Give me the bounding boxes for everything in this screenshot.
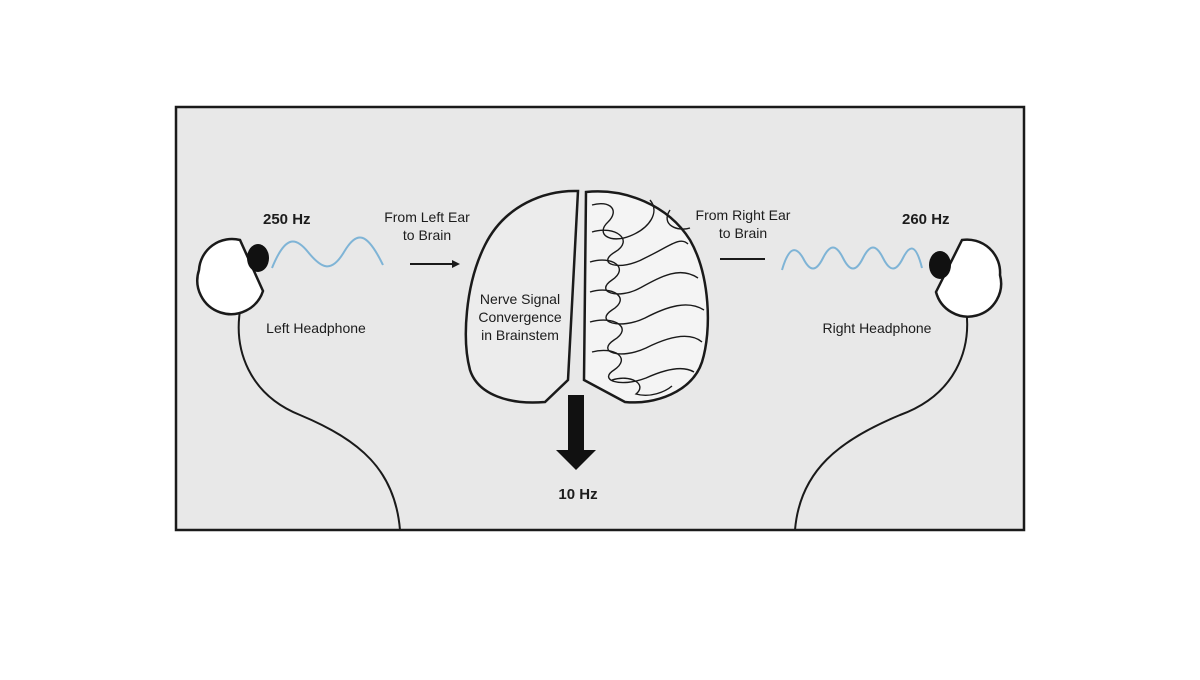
left-headphone-cord bbox=[237, 304, 401, 530]
right-headphone-cord bbox=[794, 307, 969, 530]
right-path-label-line2: to Brain bbox=[719, 225, 767, 241]
brain-label-line1: Nerve Signal bbox=[480, 291, 560, 307]
result-down-arrow bbox=[556, 395, 596, 470]
brain-gyri bbox=[589, 199, 705, 396]
right-path-label-line1: From Right Ear bbox=[696, 207, 791, 223]
right-sound-wave bbox=[781, 246, 923, 271]
brain-left-hemisphere bbox=[464, 189, 580, 404]
left-path-label-line1: From Left Ear bbox=[384, 209, 470, 225]
left-headphone-label: Left Headphone bbox=[266, 320, 366, 336]
brain-label-line2: Convergence bbox=[478, 309, 561, 325]
left-path-label-line2: to Brain bbox=[403, 227, 451, 243]
left-sound-wave bbox=[271, 236, 384, 269]
brain-label-line3: in Brainstem bbox=[481, 327, 559, 343]
brain-right-hemisphere bbox=[582, 190, 710, 404]
left-to-brain-arrow bbox=[410, 260, 460, 268]
right-frequency-label: 260 Hz bbox=[902, 211, 950, 228]
right-headphone-label: Right Headphone bbox=[823, 320, 932, 336]
result-frequency-label: 10 Hz bbox=[558, 486, 597, 503]
right-headphone-icon bbox=[929, 238, 1003, 318]
left-headphone-icon bbox=[196, 237, 269, 316]
left-frequency-label: 250 Hz bbox=[263, 211, 311, 228]
